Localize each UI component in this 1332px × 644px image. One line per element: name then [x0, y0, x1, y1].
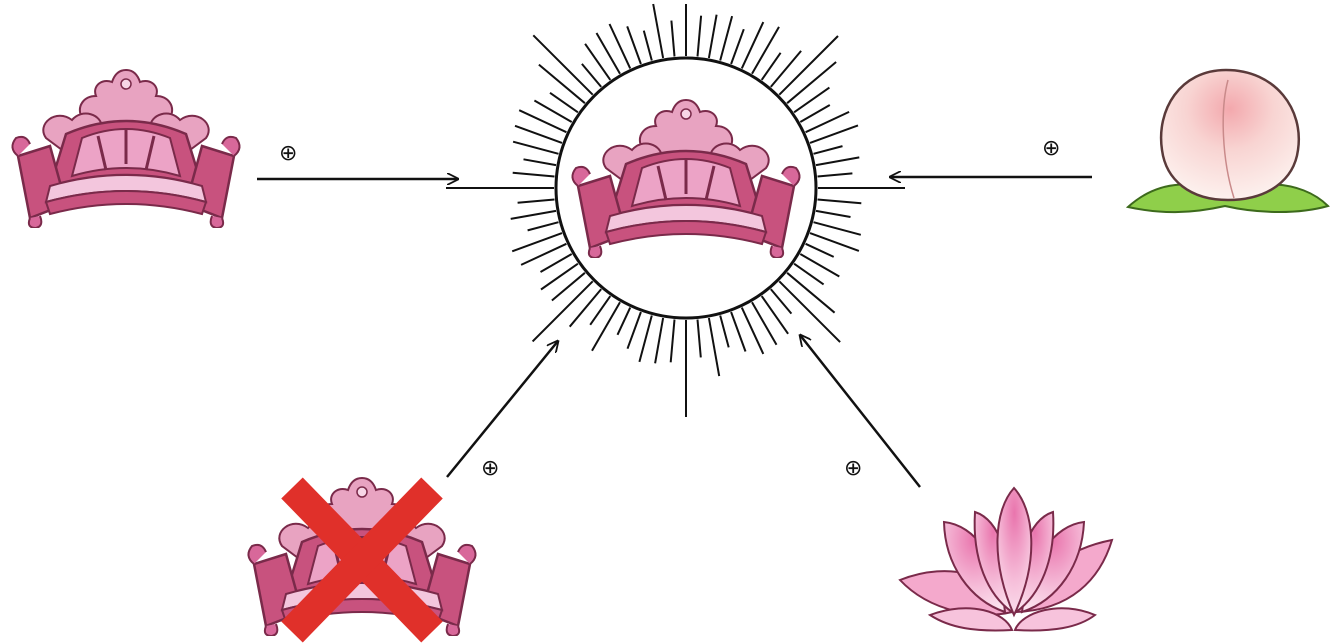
burst-ray [618, 308, 631, 335]
burst-ray [787, 62, 836, 103]
burst-ray [671, 320, 675, 363]
burst-ray [550, 93, 578, 113]
burst-ray [627, 26, 641, 64]
burst-ray [570, 289, 602, 327]
burst-ray [698, 320, 701, 358]
burst-ray [653, 4, 663, 58]
burst-ray [720, 16, 732, 60]
burst-ray [771, 51, 801, 87]
burst-ray [800, 105, 830, 122]
burst-ray [524, 159, 557, 165]
arrow-crossed-crown-to-center [447, 341, 558, 477]
burst-ray [528, 222, 559, 230]
burst-ray [810, 125, 858, 142]
crown-icon [12, 70, 239, 228]
burst-ray [513, 173, 555, 177]
burst-ray [762, 296, 788, 334]
plus-operator-bottom-left: ⊕ [481, 456, 499, 481]
burst-ray [762, 53, 781, 80]
burst-ray [814, 146, 843, 154]
plus-operator-top-right: ⊕ [1042, 136, 1060, 161]
burst-ray [518, 200, 555, 203]
burst-ray [590, 296, 610, 325]
burst-ray [513, 142, 558, 154]
burst-ray [628, 312, 641, 349]
burst-ray [787, 273, 835, 313]
burst-ray [511, 211, 556, 219]
burst-ray [720, 316, 729, 348]
burst-ray [655, 318, 663, 363]
plus-operator-bottom-right: ⊕ [844, 456, 862, 481]
burst-ray [582, 64, 601, 87]
burst-ray [709, 318, 719, 376]
burst-ray [592, 302, 620, 351]
burst-ray [806, 244, 834, 257]
plus-operator-top-left: ⊕ [279, 141, 297, 166]
burst-ray [816, 157, 859, 165]
burst-ray [539, 65, 585, 104]
burst-ray [731, 29, 744, 64]
burst-ray [552, 273, 585, 301]
burst-ray [541, 254, 572, 272]
peach-icon [1128, 70, 1328, 212]
burst-ray [671, 21, 674, 57]
burst-ray [515, 126, 562, 143]
burst-ray [818, 200, 862, 204]
burst-ray [752, 27, 779, 74]
burst-ray [771, 289, 792, 314]
burst-ray [698, 16, 702, 57]
burst-ray [818, 173, 853, 176]
burst-ray [731, 312, 745, 352]
burst-ray [814, 222, 861, 235]
burst-ray [639, 316, 651, 362]
lotus-icon [900, 488, 1112, 630]
burst-ray [816, 211, 851, 217]
burst-ray [709, 15, 717, 58]
burst-ray [644, 31, 652, 61]
